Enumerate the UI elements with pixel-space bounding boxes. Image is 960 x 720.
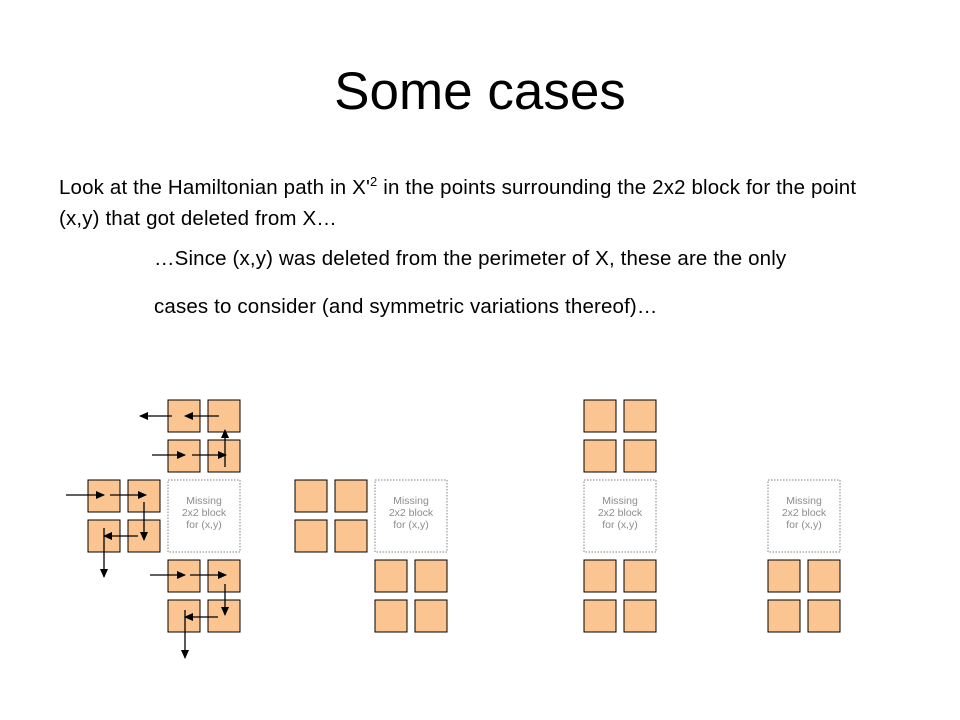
case-4-missing-label: for (x,y) bbox=[786, 519, 822, 531]
case-4-missing-label: Missing bbox=[786, 495, 822, 507]
case-4-bottom-cell-1 bbox=[767, 559, 801, 593]
case-1-bottom-cell-2 bbox=[207, 559, 241, 593]
case-2-missing-block bbox=[374, 479, 448, 553]
case-2-missing-label: for (x,y) bbox=[393, 519, 429, 531]
case-3-bottom-cell-2 bbox=[623, 559, 657, 593]
case-4-bottom-cell-2 bbox=[807, 559, 841, 593]
case-1-left-cell-1 bbox=[87, 479, 121, 513]
case-1-missing-label: for (x,y) bbox=[186, 519, 222, 531]
case-3-bottom-cell-4 bbox=[623, 599, 657, 633]
case-3-missing-label: 2x2 block bbox=[598, 507, 643, 519]
case-4-missing-block bbox=[767, 479, 841, 553]
case-3-top-cell-3 bbox=[583, 439, 617, 473]
case-2-left-cell-3 bbox=[294, 519, 328, 553]
case-1-bottom-cell-1 bbox=[167, 559, 201, 593]
case-2-missing-label: Missing bbox=[393, 495, 429, 507]
case-1-bottom-cell-3 bbox=[167, 599, 201, 633]
case-3-missing-label: for (x,y) bbox=[602, 519, 638, 531]
case-3-bottom-cell-1 bbox=[583, 559, 617, 593]
case-2-bottom-cell-3 bbox=[374, 599, 408, 633]
case-1-top-cell-3 bbox=[167, 439, 201, 473]
case-2-left-cell-4 bbox=[334, 519, 368, 553]
case-3-top-cell-2 bbox=[623, 399, 657, 433]
intro-paragraph: Look at the Hamiltonian path in X'2 in t… bbox=[59, 173, 899, 233]
perimeter-note-line-2: cases to consider (and symmetric variati… bbox=[154, 295, 658, 318]
case-3-top-cell-1 bbox=[583, 399, 617, 433]
case-3-bottom-cell-3 bbox=[583, 599, 617, 633]
case-2-missing-label: 2x2 block bbox=[389, 507, 434, 519]
intro-superscript: 2 bbox=[370, 174, 378, 189]
case-4-bottom-cell-3 bbox=[767, 599, 801, 633]
case-2-left-cell-2 bbox=[334, 479, 368, 513]
case-3-top-cell-4 bbox=[623, 439, 657, 473]
case-1-missing-label: 2x2 block bbox=[182, 507, 227, 519]
case-2-bottom-cell-4 bbox=[414, 599, 448, 633]
case-3-missing-block bbox=[583, 479, 657, 553]
case-1-missing-label: Missing bbox=[186, 495, 222, 507]
case-4-missing-label: 2x2 block bbox=[782, 507, 827, 519]
case-1-missing-block bbox=[167, 479, 241, 553]
case-4-bottom-cell-4 bbox=[807, 599, 841, 633]
intro-text-start: Look at the Hamiltonian path in X' bbox=[59, 176, 371, 199]
perimeter-note-line-1: …Since (x,y) was deleted from the perime… bbox=[154, 247, 787, 270]
intro-text-end: in the points surrounding the 2x2 block … bbox=[59, 176, 857, 230]
case-2-bottom-cell-1 bbox=[374, 559, 408, 593]
case-3-missing-label: Missing bbox=[602, 495, 638, 507]
slide-title: Some cases bbox=[334, 62, 626, 121]
case-1-top-cell-4 bbox=[207, 439, 241, 473]
case-2-left-cell-1 bbox=[294, 479, 328, 513]
case-1-bottom-cell-4 bbox=[207, 599, 241, 633]
case-2-bottom-cell-2 bbox=[414, 559, 448, 593]
